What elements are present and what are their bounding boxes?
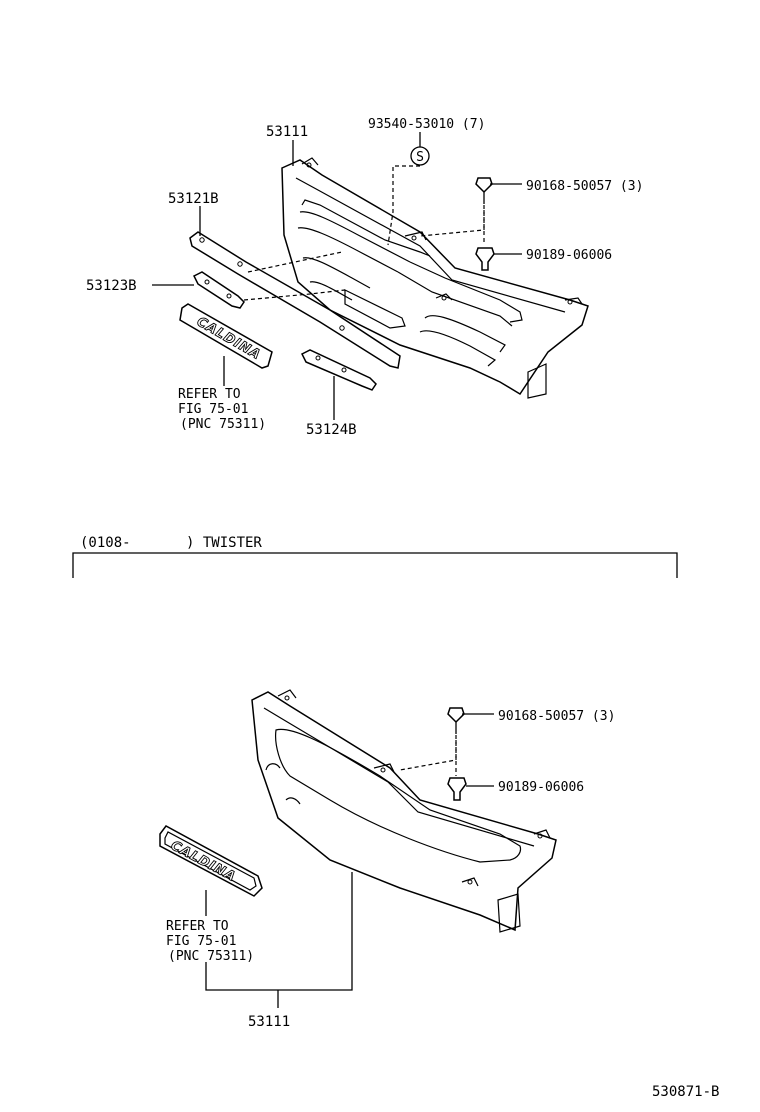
figure-code: 530871-B [652, 1084, 719, 1100]
label-90168-50057-upper: 90168-50057 (3) [526, 179, 643, 194]
upper-screw-icon [475, 177, 493, 204]
upper-leaders [152, 132, 522, 420]
lower-leaders [205, 713, 494, 1008]
upper-grille-shape [281, 157, 589, 399]
upper-assembly: CALDINA S [86, 117, 643, 438]
upper-refer-line1: REFER TO [178, 387, 241, 402]
upper-refer-line2: FIG 75-01 [178, 402, 248, 417]
label-53123b: 53123B [86, 278, 137, 294]
label-90189-06006-lower: 90189-06006 [498, 780, 584, 795]
section-code: (0108- [80, 535, 131, 551]
moulding-53124b-shape [300, 349, 377, 391]
lower-emblem: CALDINA [159, 825, 263, 897]
lower-grille-shape [251, 689, 557, 933]
label-53121b: 53121B [168, 191, 219, 207]
upper-emblem-text: CALDINA [194, 314, 263, 363]
lower-refer-line1: REFER TO [166, 919, 229, 934]
lower-nut-icon [447, 777, 467, 801]
label-53111-upper: 53111 [266, 124, 308, 140]
lower-assembly: CALDINA 90168-50057 (3) 90189-06006 REFE… [159, 689, 615, 1030]
section-header: (0108- ) TWISTER [72, 535, 678, 578]
upper-emblem: CALDINA [179, 303, 273, 369]
section-name: ) TWISTER [186, 535, 262, 551]
upper-nut-icon [475, 247, 495, 271]
label-90168-50057-lower: 90168-50057 (3) [498, 709, 615, 724]
lower-refer-line3: (PNC 75311) [168, 949, 254, 964]
clip-symbol-text: S [416, 150, 424, 165]
upper-clip-symbol: S [410, 146, 430, 166]
label-90189-06006-upper: 90189-06006 [526, 248, 612, 263]
moulding-53121b-shape [189, 231, 401, 369]
label-53111-lower: 53111 [248, 1014, 290, 1030]
label-53124b: 53124B [306, 422, 357, 438]
lower-refer-line2: FIG 75-01 [166, 934, 236, 949]
moulding-53123b-shape [192, 271, 245, 309]
upper-refer-line3: (PNC 75311) [180, 417, 266, 432]
label-93540-53010: 93540-53010 (7) [368, 117, 485, 132]
lower-screw-icon [447, 707, 465, 734]
